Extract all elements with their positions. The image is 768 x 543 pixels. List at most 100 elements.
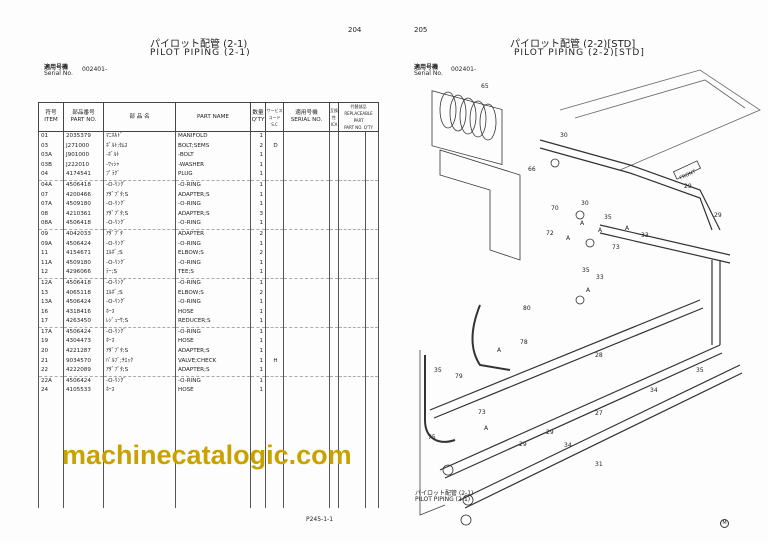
callout-number: 28 — [595, 352, 603, 359]
connection-mark: A — [598, 227, 603, 234]
connection-mark: A — [586, 287, 591, 294]
table-blank-cell — [365, 396, 379, 509]
callout-number: 73 — [612, 244, 620, 251]
cell-repl-qty — [365, 219, 379, 230]
callout-number: 73 — [478, 409, 486, 416]
cell-repl-qty — [365, 229, 379, 240]
cell-repl-qty — [365, 249, 379, 259]
connection-mark: A — [484, 425, 489, 432]
table-blank-cell — [63, 396, 104, 509]
table-blank-cell — [103, 396, 176, 509]
cell-repl-qty — [365, 337, 379, 348]
callout-number: 35 — [434, 367, 442, 374]
serial-label-jp: 適用号機 — [44, 64, 69, 71]
cell-repl-qty — [365, 298, 379, 308]
callout-number: 33 — [596, 274, 604, 281]
cell-repl-qty — [365, 151, 379, 161]
callout-number: 75 — [428, 434, 436, 441]
callout-number: 78 — [520, 339, 528, 346]
connection-mark: A — [566, 235, 571, 242]
callout-number: 70 — [551, 205, 559, 212]
callout-number: 72 — [546, 230, 554, 237]
col-part-name: PART NAME — [175, 102, 251, 132]
connection-mark: A — [497, 347, 502, 354]
front-label: FRONT — [679, 168, 698, 181]
cell-repl-qty — [365, 327, 379, 338]
serial-label-en: Serial No. — [414, 70, 443, 77]
cell-repl-qty — [365, 356, 379, 367]
cell-repl-qty — [365, 278, 379, 289]
serial-value: 002401- — [451, 66, 477, 73]
callout-number: 79 — [455, 373, 463, 380]
callout-number: 29 — [519, 441, 527, 448]
cell-repl-qty — [365, 160, 379, 171]
corner-mark: M — [720, 519, 729, 528]
page-title-jp: パイロット配管 (2-2)[STD] — [510, 39, 636, 50]
callout-number: 35 — [696, 367, 704, 374]
callout-number: 34 — [650, 387, 658, 394]
serial-label-jp: 適用号機 — [414, 64, 439, 71]
cell-repl-qty — [365, 209, 379, 220]
callout-number: 30 — [581, 200, 589, 207]
cell-repl-qty — [365, 376, 379, 387]
cell-repl-qty — [365, 258, 379, 269]
cell-repl-qty — [365, 239, 379, 250]
cell-repl-qty — [365, 141, 379, 152]
watermark: machinecatalogic.com — [62, 440, 352, 470]
cell-repl-qty — [365, 347, 379, 357]
callout-labels: 6530662929703035337273353380782835793534… — [428, 83, 722, 468]
cell-repl-qty — [365, 190, 379, 201]
callout-number: 29 — [714, 212, 722, 219]
cell-repl-qty — [365, 386, 379, 397]
cell-repl-qty — [365, 268, 379, 279]
page-title-en: PILOT PIPING (2-1) — [150, 48, 251, 58]
cell-repl-qty — [365, 317, 379, 328]
page-footer-code: P245-1-1 — [306, 516, 334, 523]
cross-ref-jp: パイロット配管 (2-1) — [415, 490, 474, 497]
callout-number: 27 — [595, 410, 603, 417]
cell-repl-qty — [365, 131, 379, 142]
cell-repl-qty — [365, 180, 379, 191]
cell-repl-qty — [365, 170, 379, 181]
cell-repl-qty — [365, 307, 379, 318]
pipes — [429, 139, 743, 509]
callout-number: 80 — [523, 305, 531, 312]
page-number: 204 — [348, 26, 362, 34]
cell-repl-qty — [365, 200, 379, 210]
serial-value: 002401- — [82, 66, 108, 73]
callout-number: 30 — [560, 132, 568, 139]
page-title-jp: パイロット配管 (2-1) — [150, 39, 248, 50]
pilot-valve-block — [431, 90, 503, 166]
callout-number: 35 — [582, 267, 590, 274]
callout-number: 29 — [546, 429, 554, 436]
callout-number: 31 — [595, 461, 603, 468]
cell-repl-qty — [365, 288, 379, 299]
connection-mark: A — [580, 220, 585, 227]
